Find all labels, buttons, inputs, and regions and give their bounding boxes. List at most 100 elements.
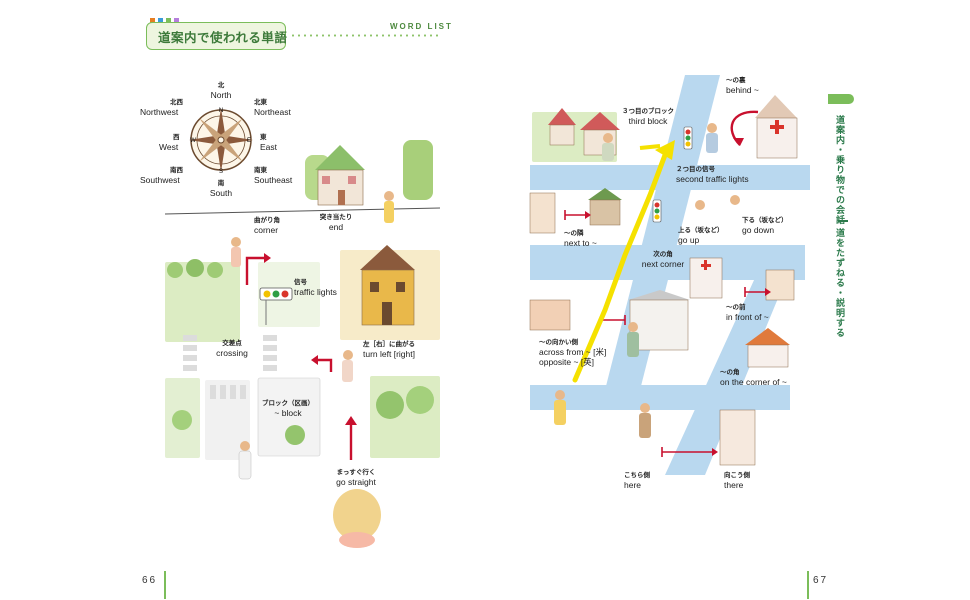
east-en: East <box>260 142 278 152</box>
label-southeast: 南東 Southeast <box>254 167 292 185</box>
go-down-en: go down <box>742 225 775 235</box>
next-to-en: next to ~ <box>564 238 597 248</box>
northwest-en: Northwest <box>140 107 179 117</box>
label-go-straight: まっすぐ行く go straight <box>326 469 386 487</box>
west-en: West <box>159 142 179 152</box>
compass-w: W <box>190 138 196 144</box>
label-traffic-lights: 信号 traffic lights <box>294 279 337 297</box>
square-orange <box>150 18 155 23</box>
behind-jp: ～の裏 <box>726 77 746 84</box>
label-next-corner: 次の角 next corner <box>633 251 693 269</box>
compass-rose-icon <box>189 108 253 172</box>
label-on-the-corner: ～の角 on the corner of ~ <box>720 369 787 387</box>
square-purple <box>174 18 179 23</box>
second-lights-jp: ２つ目の信号 <box>676 166 715 173</box>
east-jp: 東 <box>260 134 267 141</box>
block-jp: ブロック（区画） <box>262 400 314 407</box>
go-up-en: go up <box>678 235 700 245</box>
page-title: 道案内で使われる単語 <box>158 31 288 45</box>
corner-jp: 曲がり角 <box>254 217 280 224</box>
turn-jp: 左［右］に曲がる <box>363 341 415 348</box>
page-bar-left <box>164 571 166 599</box>
label-behind: ～の裏 behind ~ <box>726 77 759 95</box>
here-en: here <box>624 480 642 490</box>
northwest-jp: 北西 <box>170 99 183 106</box>
next-corner-jp: 次の角 <box>653 251 673 258</box>
section-divider <box>838 220 848 222</box>
on-corner-jp: ～の角 <box>720 369 740 376</box>
label-here: こちら側 here <box>624 472 650 490</box>
corner-en: corner <box>254 225 279 235</box>
northeast-en: Northeast <box>254 107 291 117</box>
compass-n: N <box>219 108 223 114</box>
south-en: South <box>209 188 233 198</box>
label-west: 西 West <box>159 134 180 152</box>
header-color-squares <box>150 18 179 23</box>
label-second-lights: ２つ目の信号 second traffic lights <box>676 166 749 184</box>
southeast-en: Southeast <box>254 175 293 185</box>
compass-e: E <box>247 138 251 144</box>
next-corner-en: next corner <box>641 259 685 269</box>
house-illustration <box>305 140 433 206</box>
across-from-en: across from ~ [米] <box>539 347 607 357</box>
label-block: ブロック（区画） ~ block <box>262 400 314 418</box>
label-northwest: 北西 Northwest <box>140 99 183 117</box>
southwest-en: Southwest <box>140 175 180 185</box>
chapter-tab <box>828 94 854 104</box>
label-southwest: 南西 Southwest <box>140 167 183 185</box>
north-en: North <box>210 90 232 100</box>
label-crossing: 交差点 crossing <box>210 340 254 358</box>
end-jp: 突き当たり <box>319 214 353 221</box>
third-block-jp: ３つ目のブロック <box>622 108 674 115</box>
label-corner: 曲がり角 corner <box>254 217 280 235</box>
subsection-title: 道をたずねる・説明する <box>835 228 845 338</box>
traffic-lights-jp: 信号 <box>294 279 307 286</box>
straight-jp: まっすぐ行く <box>336 469 376 476</box>
go-down-jp: 下る（坂など） <box>742 217 788 224</box>
square-green <box>166 18 171 23</box>
in-front-en: in front of ~ <box>726 312 769 322</box>
label-south: 南 South <box>200 180 242 198</box>
opposite-en: opposite ~ [英] <box>539 357 595 367</box>
label-turn: 左［右］に曲がる turn left [right] <box>363 341 415 359</box>
page-number-left: 66 <box>142 575 158 586</box>
label-opposite: ～の向かい側 across from ~ [米] opposite ~ [英] <box>539 339 606 367</box>
crossing-en: crossing <box>216 348 248 358</box>
header-tab <box>146 22 286 50</box>
label-there: 向こう側 there <box>724 472 750 490</box>
page-bar-right <box>807 571 809 599</box>
label-third-block: ３つ目のブロック third block <box>613 108 683 126</box>
go-up-jp: 上る（坂など） <box>678 227 724 234</box>
here-jp: こちら側 <box>624 472 650 479</box>
label-in-front-of: ～の前 in front of ~ <box>726 304 769 322</box>
square-blue <box>158 18 163 23</box>
behind-en: behind ~ <box>726 85 759 95</box>
there-jp: 向こう側 <box>724 472 750 479</box>
southwest-jp: 南西 <box>170 167 183 174</box>
word-list-label: WORD LIST <box>390 22 453 31</box>
southeast-jp: 南東 <box>254 167 267 174</box>
right-street-map <box>529 75 810 475</box>
label-next-to: ～の隣 next to ~ <box>564 230 597 248</box>
straight-en: go straight <box>336 477 376 487</box>
label-end: 突き当たり end <box>314 214 358 232</box>
turn-en: turn left [right] <box>363 349 415 359</box>
third-block-en: third block <box>628 116 668 126</box>
south-jp: 南 <box>217 180 225 187</box>
label-northeast: 北東 Northeast <box>254 99 291 117</box>
section-title: 道案内・乗り物での会話 <box>835 115 845 225</box>
label-go-up: 上る（坂など） go up <box>678 227 724 245</box>
opposite-jp: ～の向かい側 <box>539 339 578 346</box>
header-dots <box>290 34 442 37</box>
north-jp: 北 <box>217 82 225 89</box>
northeast-jp: 北東 <box>254 99 267 106</box>
label-east: 東 East <box>260 134 277 152</box>
traffic-lights-en: traffic lights <box>294 287 337 297</box>
end-en: end <box>328 222 344 232</box>
page-number-right: 67 <box>813 575 829 586</box>
second-lights-en: second traffic lights <box>676 174 749 184</box>
next-to-jp: ～の隣 <box>564 230 584 237</box>
west-jp: 西 <box>173 134 180 141</box>
